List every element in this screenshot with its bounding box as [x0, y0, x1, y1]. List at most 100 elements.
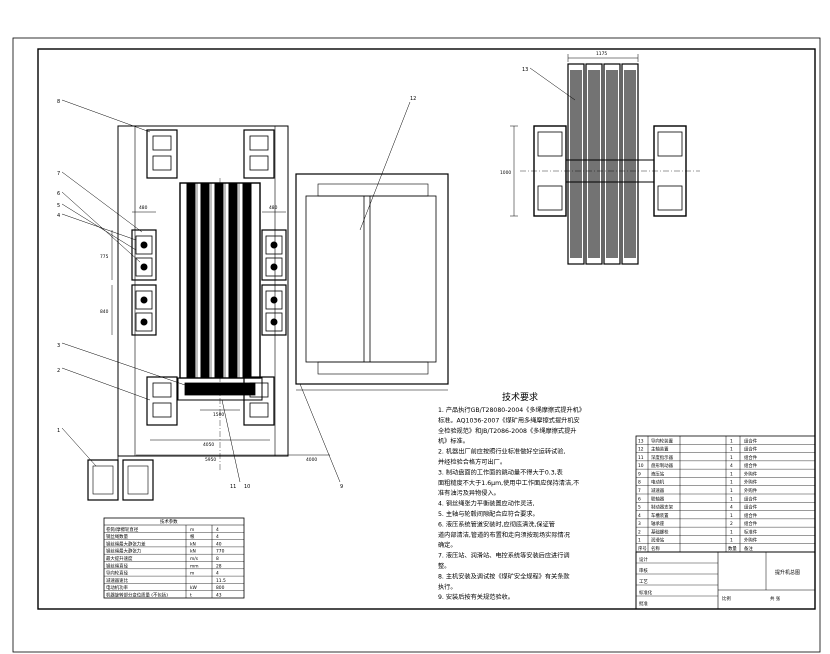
dim-bottom-2: 4050	[203, 442, 214, 448]
corner-brake-blocks	[146, 129, 275, 426]
dim-top-b: 480	[269, 205, 278, 211]
part-qty: 1	[730, 529, 733, 535]
dimension-values: 480 480 775 840 1500 4050 5950 4000 1175…	[100, 51, 607, 463]
main-plan-view	[87, 125, 289, 501]
dim-top-a: 480	[139, 205, 148, 211]
tech-requirements-title: 技术要求	[502, 391, 538, 403]
title-block-row-label: 设计	[639, 556, 648, 563]
tech-requirement-line: 整。	[438, 562, 450, 570]
part-qty: 1	[730, 438, 733, 444]
part-qty: 1	[730, 447, 733, 453]
param-unit: m	[190, 572, 194, 577]
param-name: 钢丝绳最大静张力差	[106, 540, 146, 547]
part-number: 2	[638, 529, 641, 535]
part-number: 7	[638, 488, 641, 494]
tech-requirement-line: 9. 安装后按有关规范验收。	[438, 593, 514, 601]
callout-7: 7	[57, 171, 60, 177]
param-name: 卷筒/摩擦轮直径	[106, 526, 139, 533]
param-value: 8	[216, 556, 219, 562]
param-unit: m/s	[190, 556, 199, 562]
param-value: 770	[216, 549, 225, 555]
tech-requirement-line: 2. 机器出厂前应按照行业标准做好空运转试验,	[438, 448, 565, 456]
part-number: 4	[638, 513, 641, 519]
part-qty: 4	[730, 505, 733, 511]
param-value: 4	[216, 534, 219, 540]
lubrication-station	[87, 456, 154, 501]
dim-side-2: 840	[100, 309, 109, 315]
parts-header-cell: 数量	[728, 545, 737, 552]
part-name: 主轴装置	[651, 446, 669, 453]
sheave-wheels	[567, 63, 639, 265]
tech-requirement-line: 5. 主轴与轮毂间隙配合应符合要求。	[438, 510, 539, 518]
tech-requirement-line: 道内部清洁,管道的布置和走向须按现场实际情况	[438, 531, 570, 539]
part-name: 电动机	[651, 479, 665, 486]
part-note: 组合件	[744, 512, 758, 519]
tech-requirement-line: 标准。AQ1036-2007《煤矿用多绳摩擦式提升机安	[438, 416, 580, 424]
dim-bottom-4: 4000	[306, 457, 317, 463]
tech-requirement-line: 3. 制动盘面的工作面的跳动量不得大于0.3,表	[438, 468, 563, 476]
title-block-row-label: 批准	[639, 600, 648, 607]
callout-13: 13	[522, 67, 528, 73]
param-unit: mm	[190, 564, 199, 569]
part-number: 1	[638, 538, 641, 544]
part-name: 轴承座	[651, 520, 665, 527]
part-name: 盘形制动器	[651, 462, 674, 469]
sheet-label: 共 张	[770, 595, 781, 602]
tech-requirement-line: 7. 液压站、润滑站、电控系统等安装后应进行调	[438, 552, 570, 560]
part-name: 液压站	[651, 470, 665, 477]
part-number: 8	[638, 480, 641, 486]
param-value: 4	[216, 527, 219, 533]
part-number: 6	[638, 496, 641, 502]
part-note: 外购件	[744, 487, 758, 494]
param-unit: kN	[190, 549, 196, 555]
tech-requirement-line: 确定。	[438, 541, 457, 549]
title-block-row-label: 工艺	[639, 579, 648, 585]
callout-1: 1	[57, 428, 60, 434]
part-note: 外购件	[744, 470, 758, 477]
sheave-housing-view	[295, 173, 449, 391]
dim-view-side: 1000	[500, 170, 511, 176]
part-qty: 1	[730, 471, 733, 477]
scale-label: 比例	[722, 595, 731, 602]
part-number: 11	[638, 455, 644, 461]
callout-9: 9	[340, 484, 343, 490]
part-note: 组合件	[744, 495, 758, 502]
param-name: 钢丝绳直径	[106, 562, 129, 569]
part-name: 导向轮装置	[651, 437, 674, 444]
tech-requirement-line: 8. 主机安装及调试按《煤矿安全规程》有关条款	[438, 572, 570, 580]
part-note: 组合件	[744, 504, 758, 511]
callout-6: 6	[57, 191, 60, 197]
title-block-row-label: 标准化	[639, 589, 653, 596]
main-dimension-lines	[111, 211, 330, 456]
param-value: 28	[216, 563, 222, 569]
callout-labels: 1 2 3 4 5 6 7 8 9 10 11 12 13	[57, 67, 528, 490]
part-note: 组合件	[744, 520, 758, 527]
part-note: 组合件	[744, 437, 758, 444]
part-note: 外购件	[744, 537, 758, 544]
tech-requirement-line: 面粗糙度不大于1.6μm,使用中工作面应保持清洁,不	[438, 479, 579, 487]
inner-border	[37, 48, 816, 610]
part-name: 润滑站	[651, 537, 665, 544]
part-note: 组合件	[744, 454, 758, 461]
part-name: 车槽装置	[651, 512, 669, 519]
param-name: 减速器速比	[106, 577, 129, 584]
callout-12: 12	[410, 96, 416, 102]
param-unit: m	[190, 528, 194, 533]
param-unit: 根	[190, 533, 195, 540]
part-qty: 1	[730, 496, 733, 502]
dim-bottom-1: 1500	[213, 412, 224, 418]
tech-requirements: 技术要求 1. 产品执行GB/T28080-2004《多绳摩擦式提升机》标准。A…	[438, 391, 585, 601]
part-name: 减速器	[651, 487, 665, 494]
parts-header-cell: 备注	[744, 545, 753, 552]
param-name: 电动机功率	[106, 584, 129, 591]
parts-header-cell: 序号	[638, 545, 647, 552]
tech-requirements-lines: 1. 产品执行GB/T28080-2004《多绳摩擦式提升机》标准。AQ1036…	[438, 406, 585, 601]
title-block-row-label: 审核	[639, 567, 648, 574]
part-number: 13	[638, 438, 644, 444]
part-number: 3	[638, 521, 641, 527]
